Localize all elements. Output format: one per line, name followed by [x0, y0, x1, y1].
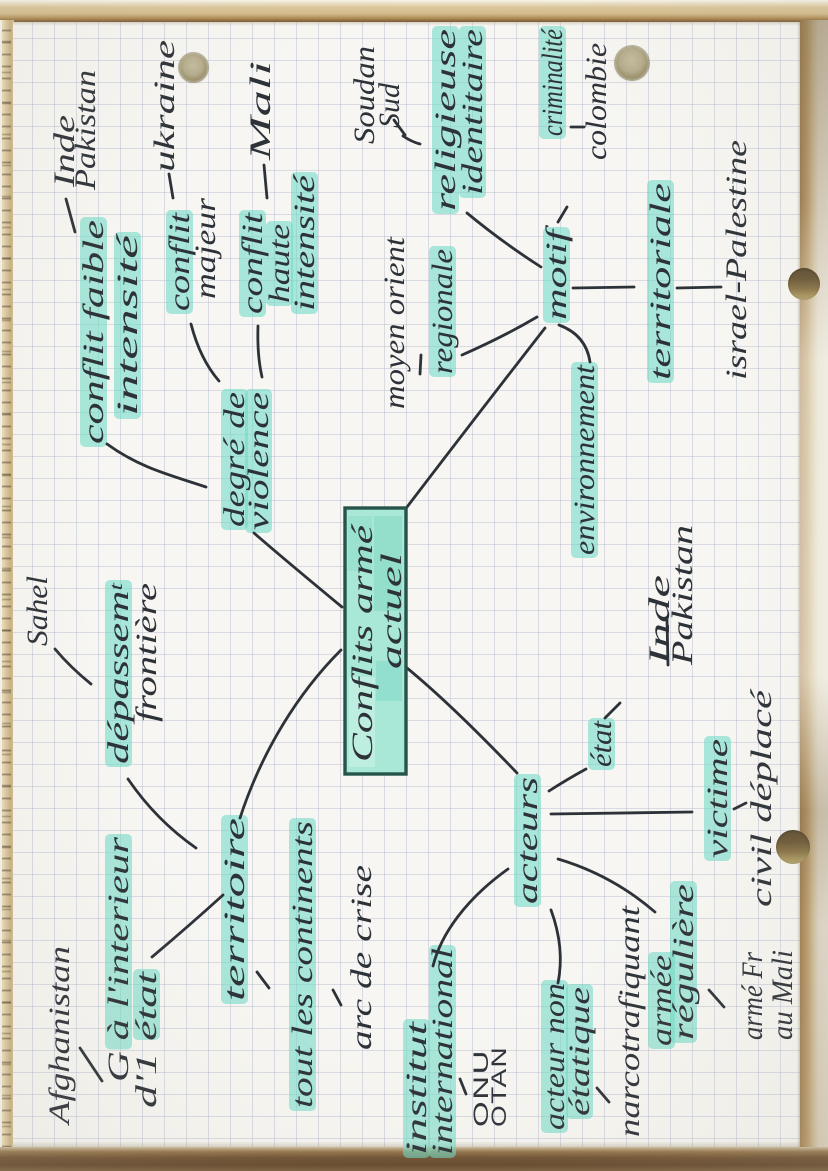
svg-text:actuel: actuel — [375, 553, 408, 669]
svg-text:civil déplacé: civil déplacé — [745, 688, 778, 907]
svg-text:international: international — [426, 948, 459, 1155]
svg-text:d'1 état: d'1 état — [130, 971, 163, 1108]
svg-text:frontière: frontière — [130, 583, 163, 722]
svg-text:Inde: Inde — [643, 575, 676, 667]
svg-text:armé Fr: armé Fr — [736, 952, 769, 1040]
svg-text:acteur non: acteur non — [538, 983, 571, 1130]
svg-text:regionale: regionale — [426, 249, 459, 374]
svg-text:majeur: majeur — [189, 198, 222, 299]
svg-text:religieuse: religieuse — [429, 29, 462, 211]
svg-text:acteurs: acteurs — [511, 777, 544, 904]
svg-text:colombie: colombie — [580, 43, 613, 160]
svg-text:degré de: degré de — [218, 392, 251, 527]
svg-text:conflit: conflit — [163, 212, 196, 311]
svg-text:motif: motif — [540, 225, 573, 320]
svg-text:dépassemt: dépassemt — [102, 582, 135, 764]
svg-text:ukraine: ukraine — [148, 40, 181, 172]
svg-text:criminalité: criminalité — [536, 28, 569, 136]
svg-text:Inde: Inde — [48, 115, 81, 188]
svg-text:haute: haute — [263, 224, 296, 303]
svg-text:territoriale: territoriale — [644, 183, 677, 380]
svg-text:victime: victime — [701, 739, 734, 858]
svg-text:arc de crise: arc de crise — [345, 865, 378, 1050]
svg-text:Sahel: Sahel — [21, 576, 54, 646]
svg-text:moyen orient: moyen orient — [378, 236, 411, 409]
svg-text:Mali: Mali — [244, 61, 277, 162]
svg-text:étatique: étatique — [563, 987, 596, 1116]
svg-text:ONU: ONU — [470, 1049, 493, 1127]
svg-text:G à l'interieur: G à l'interieur — [102, 837, 135, 1082]
svg-text:Soudan: Soudan — [348, 46, 381, 144]
svg-text:Afghanistan: Afghanistan — [43, 946, 76, 1126]
svg-text:tout les continents: tout les continents — [286, 821, 319, 1108]
svg-text:régulière: régulière — [667, 884, 700, 1040]
svg-text:conflit: conflit — [236, 212, 269, 314]
svg-text:Pakistan: Pakistan — [69, 70, 102, 191]
svg-text:Pakistan: Pakistan — [666, 525, 699, 666]
svg-text:violence: violence — [242, 392, 275, 530]
svg-text:israel-Palestine: israel-Palestine — [720, 140, 753, 380]
svg-text:territoire: territoire — [218, 818, 251, 1001]
svg-text:narcotrafiquant: narcotrafiquant — [613, 905, 646, 1137]
svg-text:au Mali: au Mali — [766, 950, 799, 1040]
svg-text:institut: institut — [400, 1021, 433, 1155]
svg-text:Sud: Sud — [373, 82, 406, 128]
svg-text:état: état — [585, 720, 618, 767]
svg-text:environnement: environnement — [568, 364, 601, 555]
svg-text:conflit faible: conflit faible — [77, 220, 110, 444]
svg-text:identitaire: identitaire — [456, 29, 489, 195]
svg-text:intensité: intensité — [111, 232, 144, 416]
svg-text:intensité: intensité — [288, 173, 321, 311]
svg-text:armée: armée — [645, 955, 678, 1046]
svg-text:OTAN: OTAN — [488, 1046, 511, 1127]
svg-text:Conflits armé: Conflits armé — [346, 523, 379, 762]
